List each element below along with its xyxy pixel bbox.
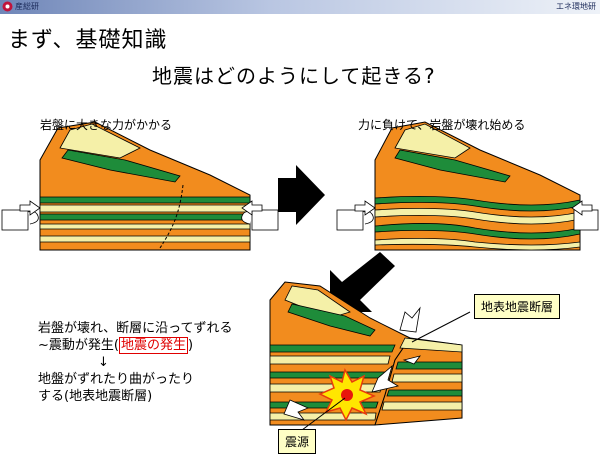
hypocenter-leader-line: [301, 397, 346, 431]
right-panel-caption: 力に負けて、岩盤が壊れ始める: [358, 118, 526, 132]
earthquake-occurrence-label: 地震の発生: [118, 337, 188, 354]
left-rock-block: [1, 121, 279, 251]
description-text: 岩盤が壊れ、断層に沿ってずれる ~震動が発生(地震の発生) ↓ 地盤がずれたり曲…: [38, 320, 232, 405]
down-left-arrow-icon: [330, 252, 395, 312]
description-line-2-text: ~震動が発生(: [38, 338, 119, 353]
description-line-3: 地盤がずれたり曲がったり: [38, 372, 195, 387]
description-line-2-close: ): [187, 338, 194, 353]
description-line-4: する(地表地震断層): [38, 389, 153, 404]
right-rock-block: [336, 121, 599, 251]
right-arrow-icon: [278, 165, 325, 225]
faulted-rock-block: [269, 281, 463, 426]
description-line-2: ~震動が発生(地震の発生): [38, 337, 232, 354]
hypocenter-callout: 震源: [278, 429, 317, 454]
department-name: エネ環地研: [556, 2, 596, 11]
header-bar: 産総研 エネ環地研: [0, 0, 600, 14]
description-down-arrow: ↓: [98, 355, 109, 370]
slide-title: まず、基礎知識: [8, 28, 168, 53]
surface-fault-leader-line: [411, 311, 471, 343]
description-line-1: 岩盤が壊れ、断層に沿ってずれる: [38, 321, 233, 336]
logo-icon: [2, 1, 13, 12]
left-panel-caption: 岩盤に大きな力がかかる: [40, 118, 173, 132]
organization-name: 産総研: [15, 2, 39, 11]
surface-fault-callout: 地表地震断層: [474, 294, 561, 319]
slide-subtitle: 地震はどのようにして起きる?: [152, 64, 436, 88]
